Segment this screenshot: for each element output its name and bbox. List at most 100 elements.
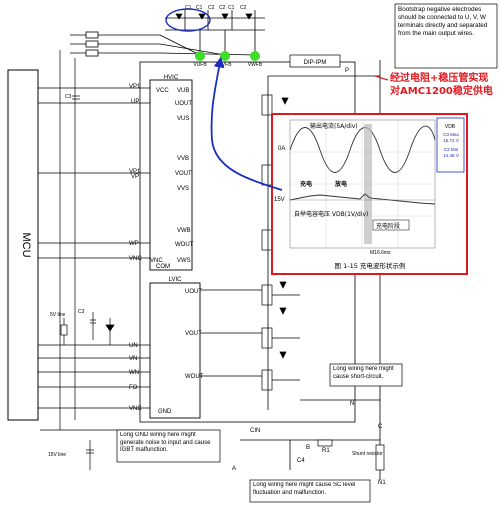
inset-cap-voltage: 自举电容电压 VDB(1V/div)	[294, 210, 368, 218]
mcu-label: MCU	[20, 232, 32, 257]
label-vufb: VUFB	[193, 62, 207, 68]
dip-ipm-label-box	[289, 54, 341, 68]
note-bootstrap: Bootstrap negative electrodes should be …	[398, 6, 488, 37]
svg-text:UOUT: UOUT	[175, 101, 192, 107]
svg-text:C1: C1	[196, 5, 203, 11]
svg-text:VP1: VP1	[129, 84, 141, 90]
note-short-circuit-box	[329, 363, 403, 387]
inset-readouts: C3 Max 15.72 V C3 Min 14.48 V	[438, 132, 464, 158]
note-long-gnd-box	[116, 429, 221, 463]
label-15v-line: 15V line	[48, 452, 66, 458]
svg-text:C2: C2	[208, 5, 215, 11]
lvic-right-pins: UOUT VOUT WOUT GND	[158, 289, 204, 415]
inset-charge-phase: 充电阶段	[376, 222, 400, 230]
svg-text:VWB: VWB	[177, 228, 191, 234]
inset-vdb: VDB	[445, 124, 456, 130]
inset-output-current: 输出电流(5A/div)	[310, 122, 358, 130]
hvic-left-pins: VP1 UP VP1 VP WP VNC	[129, 84, 142, 262]
inset-c3-min: C3 Min 14.48 V	[443, 147, 459, 158]
svg-text:VUS: VUS	[177, 116, 189, 122]
svg-text:GND: GND	[158, 409, 172, 415]
bootstrap-highlight-circle	[165, 8, 211, 32]
svg-text:UOUT: UOUT	[185, 289, 202, 295]
red-callout-arrow	[374, 75, 389, 81]
label-p: P	[345, 68, 349, 74]
svg-text:C1: C1	[228, 5, 235, 11]
label-vwfb: VWFB	[248, 62, 263, 68]
inset-time-marker: M16.6ms	[370, 250, 391, 256]
note-long-gnd: Long GND wiring here might generate nois…	[120, 432, 211, 454]
node-vufb	[195, 51, 205, 61]
svg-text:C1: C1	[185, 5, 192, 11]
svg-text:VNC: VNC	[129, 256, 142, 262]
lvic-label: LVIC	[169, 277, 183, 283]
label-cin: CIN	[250, 428, 260, 434]
svg-text:UN: UN	[129, 343, 138, 349]
capacitor-labels-top: C1 C2 C1 C2 C1 C2	[185, 5, 247, 11]
svg-text:VP1: VP1	[129, 169, 141, 175]
igbt-low-side	[200, 281, 300, 391]
label-c: C	[378, 424, 383, 430]
inset-caption: 图 1-15 充电波形状示例	[335, 261, 406, 270]
lvic-left-pins: UN VN WN FO VNC	[129, 343, 142, 412]
shunt-resistor	[317, 439, 385, 471]
note-sc-level: Long wiring here might cause SC level fl…	[253, 482, 356, 496]
dip-ipm-label: DIP-IPM	[304, 60, 327, 66]
label-n: N	[350, 401, 354, 407]
hvic-block	[149, 79, 193, 271]
current-waveform	[289, 125, 436, 173]
svg-text:WP: WP	[129, 241, 139, 247]
svg-text:VOUT: VOUT	[185, 331, 202, 337]
bootstrap-capacitor-bank	[70, 10, 265, 57]
inset-fifteen-v: 15V	[274, 197, 285, 203]
note-bootstrap-box	[394, 3, 498, 69]
svg-text:VWS: VWS	[177, 258, 191, 264]
bootstrap-diodes	[175, 13, 253, 20]
label-5v-line: 5V line	[50, 312, 66, 318]
node-vvfb	[220, 51, 230, 61]
label-vvfb: VVFB	[218, 62, 232, 68]
svg-text:VCC: VCC	[156, 88, 169, 94]
node-vwfb	[250, 51, 260, 61]
label-a: A	[232, 466, 236, 472]
voltage-waveform	[289, 193, 436, 205]
svg-text:COM: COM	[156, 264, 170, 270]
label-c3-top: C3	[65, 94, 72, 100]
hvic-label: HVIC	[164, 75, 179, 81]
svg-text:VVB: VVB	[177, 156, 189, 162]
label-r1: R1	[322, 448, 330, 454]
svg-text:VVS: VVS	[177, 186, 189, 192]
label-c3-bottom: C3	[78, 309, 85, 315]
note-short-circuit: Long wiring here might cause short-circu…	[333, 366, 394, 380]
svg-text:WN: WN	[129, 370, 139, 376]
inset-charge: 充电	[300, 180, 312, 188]
svg-text:VNC: VNC	[150, 258, 163, 264]
five-volt-supply	[60, 312, 115, 345]
inset-c3-max: C3 Max 15.72 V	[443, 132, 459, 143]
svg-text:VN: VN	[129, 356, 137, 362]
annotation-cn: 经过电阻+稳压管实现对AMC1200稳定供电	[390, 73, 493, 97]
blue-callout-arrow	[210, 56, 283, 191]
mcu-signal-lines	[38, 50, 150, 430]
svg-text:C2: C2	[219, 5, 226, 11]
svg-text:VOUT: VOUT	[175, 171, 192, 177]
label-shunt: Shunt resistor	[352, 451, 383, 457]
inset-discharge: 放电	[334, 180, 347, 188]
svg-text:WOUT: WOUT	[175, 242, 194, 248]
inset-zero-amp: 0A	[278, 146, 285, 152]
lvic-block	[149, 282, 201, 419]
label-c4: C4	[297, 458, 305, 464]
svg-text:VNC: VNC	[129, 406, 142, 412]
inset-scope: 输出电流(5A/div) 0A 15V 充电 放电 自举电容电压 VDB(1V/…	[271, 113, 468, 275]
svg-text:C2: C2	[240, 5, 247, 11]
svg-text:VUB: VUB	[177, 88, 189, 94]
note-sc-level-box	[249, 479, 371, 503]
svg-text:WOUT: WOUT	[185, 374, 204, 380]
svg-text:UP: UP	[131, 99, 139, 105]
svg-text:VP: VP	[131, 174, 139, 180]
label-b: B	[306, 445, 310, 451]
hvic-right-pins: VCC UOUT VUB VUS VVB VOUT VVS VWB WOUT V…	[150, 88, 194, 270]
svg-text:FO: FO	[129, 385, 138, 391]
label-n1: N1	[378, 480, 386, 486]
